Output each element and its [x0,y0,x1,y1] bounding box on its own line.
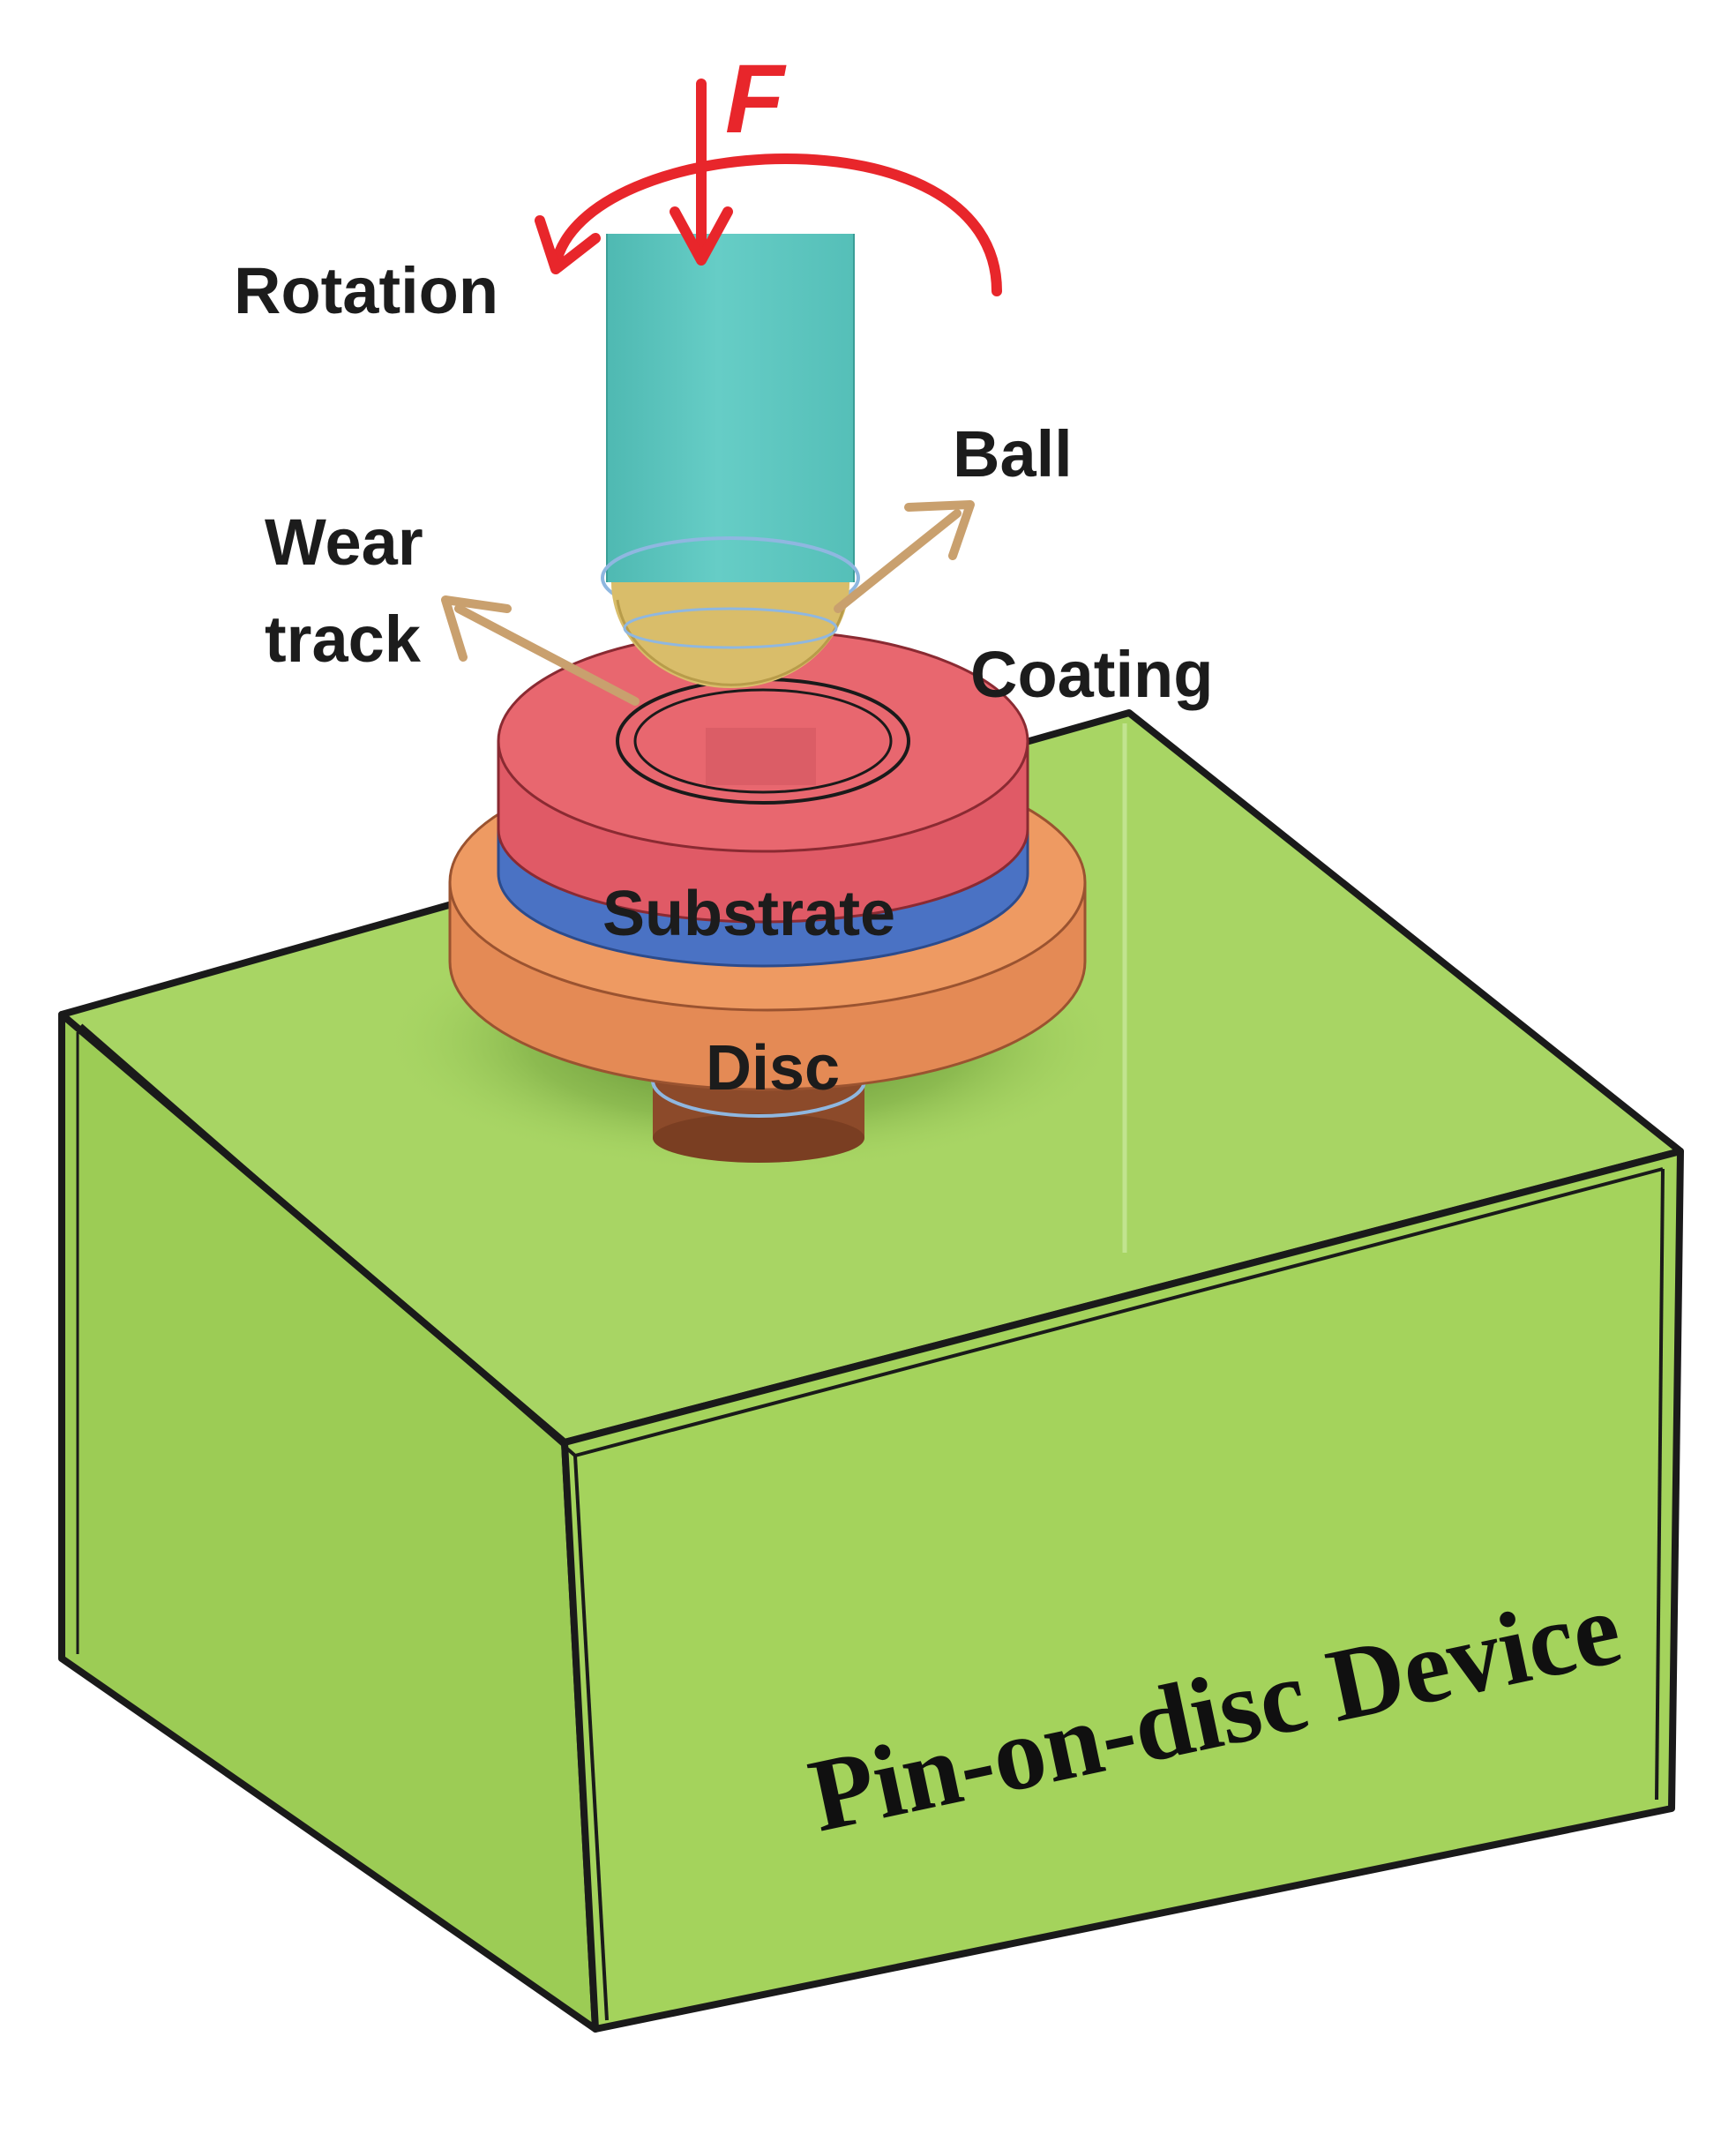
wear-track-label-line1: Wear [265,505,423,579]
ball-label: Ball [953,417,1073,490]
ball [611,582,849,688]
wear-track-label-line2: track [265,603,422,676]
pin-holder [607,234,854,582]
coating [497,629,1029,924]
disc-assembly [448,629,1087,1163]
rotation-label: Rotation [234,254,498,327]
rotation-arrow [535,154,1002,296]
pin-assembly [601,234,860,688]
device-right-face [561,1148,1684,2033]
force-label: F [725,45,787,154]
substrate-label: Substrate [602,879,895,949]
disc-label: Disc [706,1033,840,1104]
ball-pointer-arrow [834,500,975,613]
coating-label: Coating [970,638,1213,711]
wear-track-pointer-arrow [441,595,640,706]
